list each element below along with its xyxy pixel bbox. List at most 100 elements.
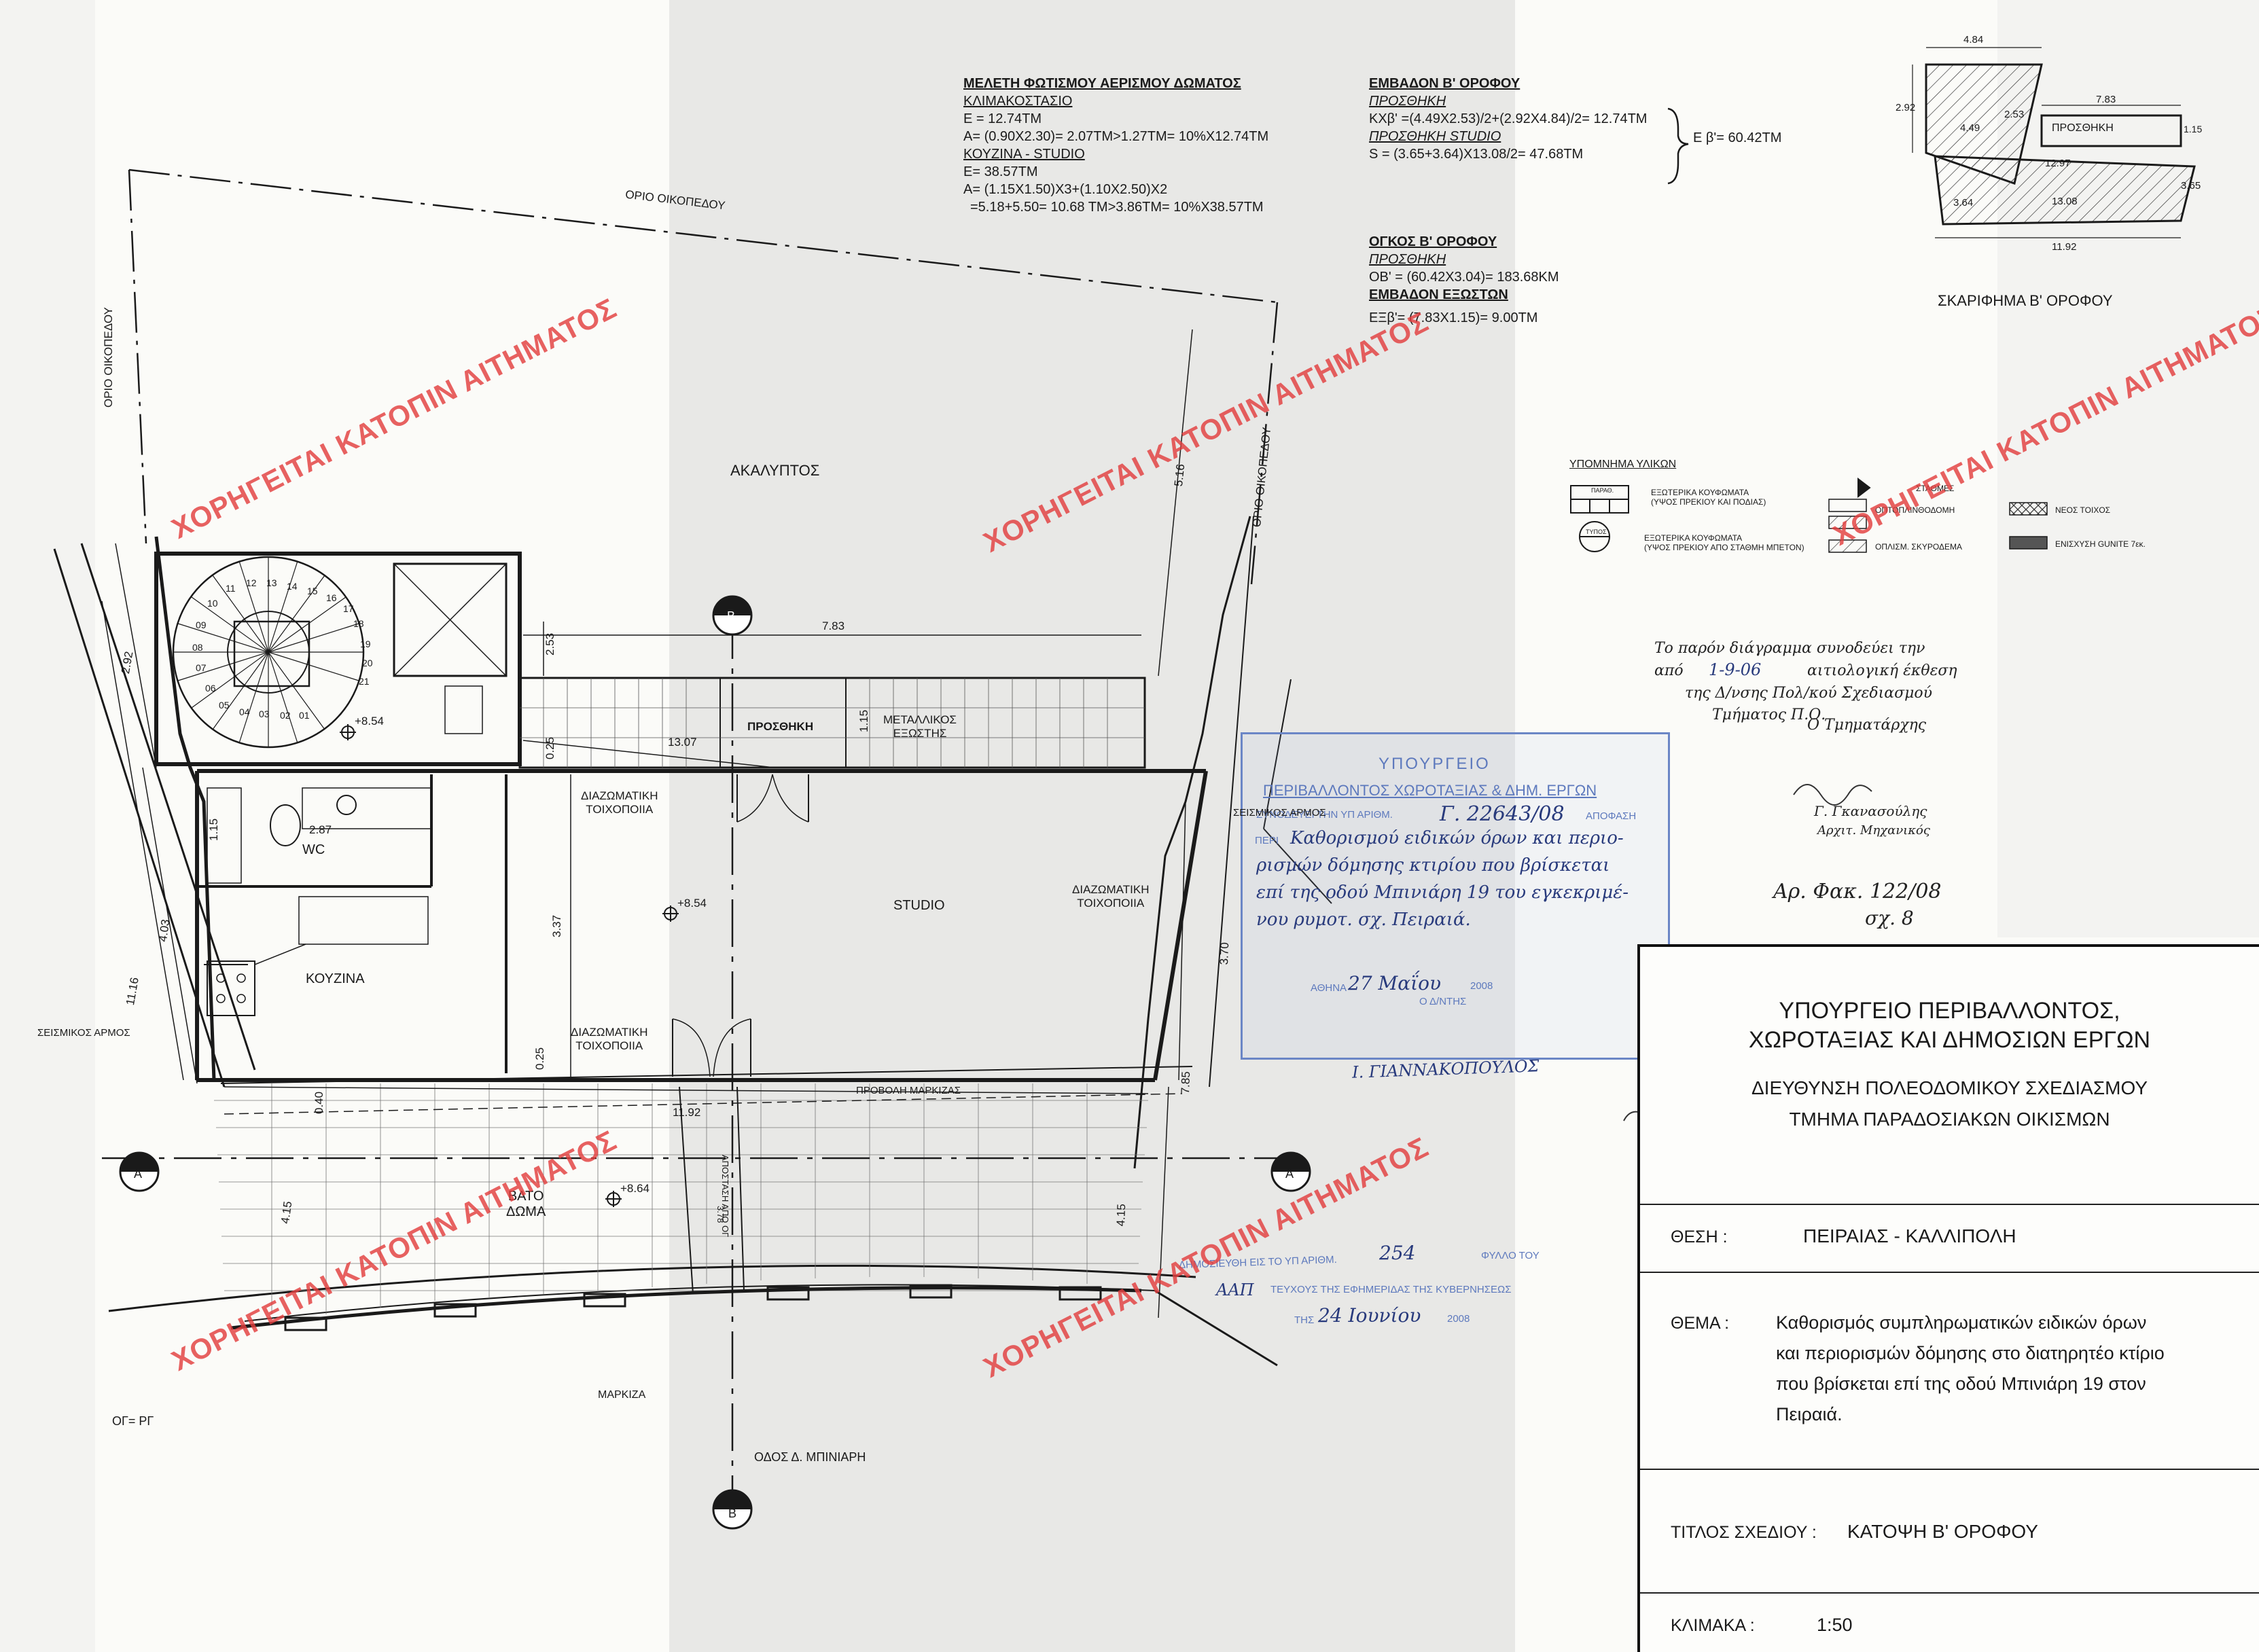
tie-beam-wall-2: ΔΙΑΖΩΜΑΤΙΚΗ ΤΟΙΧΟΠΟΙΙΑ	[1072, 883, 1149, 910]
roof-terrace-frame	[220, 1066, 1193, 1331]
sketch-dim-4.84: 4.84	[1963, 34, 1984, 46]
sketch-outline	[1912, 47, 2196, 238]
stair-step: 09	[196, 620, 207, 630]
gazette-d: ΤΗΣ	[1294, 1314, 1315, 1326]
note-line-1: Το παρόν διάγραμμα συνοδεύει την	[1654, 640, 1925, 657]
subject-label: ΘΕΜΑ :	[1671, 1314, 1730, 1333]
legend-windows-2: ΕΞΩΤΕΡΙΚΑ ΚΟΥΦΩΜΑΤΑ (ΥΨΟΣ ΠΡΕΚΙΟΥ ΑΠΟ ΣΤ…	[1644, 533, 1804, 552]
legend-type-label: ΤΥΠΟΣ	[1586, 528, 1607, 535]
stair-step: 07	[196, 662, 207, 673]
drawing-title-value: ΚΑΤΟΨΗ Β' ΟΡΟΦΟΥ	[1847, 1521, 2038, 1542]
drawing-title-label: ΤΙΤΛΟΣ ΣΧΕΔΙΟΥ :	[1671, 1523, 1817, 1542]
ministry-line-1: ΥΠΟΥΡΓΕΙΟ ΠΕΡΙΒΑΛΛΟΝΤΟΣ,	[1779, 998, 2120, 1024]
level-markers	[340, 724, 679, 1207]
title-block-divider	[1640, 1592, 2259, 1594]
lighting-study-title: ΜΕΛΕΤΗ ΦΩΤΙΣΜΟΥ ΑΕΡΙΣΜΟΥ ΔΩΜΑΤΟΣ	[963, 76, 1241, 91]
stair-step: 13	[266, 577, 277, 588]
title-block-divider	[1640, 1204, 2259, 1205]
place-label: ΘΕΣΗ :	[1671, 1227, 1728, 1246]
level-stairs: +8.54	[355, 715, 385, 728]
sketch-label: ΠΡΟΣΘΗΚΗ	[2052, 122, 2114, 134]
title-block-divider	[1640, 1469, 2259, 1470]
roof-terrace-grid	[214, 1083, 1148, 1314]
stamp-line-1: ΥΠΟΥΡΓΕΙΟ	[1378, 755, 1491, 773]
dim-11.92: 11.92	[673, 1106, 701, 1119]
dim-7.85: 7.85	[1179, 1071, 1193, 1094]
gazette-issue: ΑΑΠ	[1216, 1280, 1254, 1299]
dim-2.87: 2.87	[309, 823, 332, 836]
tie-beam-wall-1: ΔΙΑΖΩΜΑΤΙΚΗ ΤΟΙΧΟΠΟΙΙΑ	[581, 789, 658, 816]
street-label: ΟΔΟΣ Δ. ΜΠΙΝΙΑΡΗ	[754, 1450, 866, 1464]
dimension-lines	[101, 329, 1193, 1318]
roof-terrace-2: ΔΩΜΑ	[506, 1204, 546, 1219]
legend-concrete: ΟΠΛΙΣΜ. ΣΚΥΡΟΔΕΜΑ	[1875, 542, 1962, 552]
tie-beam-wall-2b: ΤΟΙΧΟΠΟΙΙΑ	[1077, 897, 1145, 910]
distance-value: 3.78	[715, 1206, 726, 1223]
gazette-b: ΦΥΛΛΟ ΤΟΥ	[1481, 1250, 1540, 1261]
dim-7.83: 7.83	[822, 620, 845, 632]
stair-step: 14	[287, 581, 298, 592]
scale-label: ΚΛΙΜΑΚΑ :	[1671, 1616, 1755, 1635]
volume-line: ΟΒ' = (60.42X3.04)= 183.68KM	[1369, 270, 1559, 285]
sketch-dim-3.65: 3.65	[2181, 180, 2201, 192]
stair-step: 03	[259, 708, 270, 719]
area-bracket	[1667, 107, 1689, 185]
volume-calc: ΟΓΚΟΣ Β' ΟΡΟΦΟΥ ΠΡΟΣΘΗΚΗ ΟΒ' = (60.42X3.…	[1369, 233, 1559, 327]
wc-label: WC	[302, 842, 325, 857]
level-studio: +8.54	[677, 897, 707, 910]
stair-step: 16	[326, 592, 337, 603]
title-block: ΥΠΟΥΡΓΕΙΟ ΠΕΡΙΒΑΛΛΟΝΤΟΣ, ΧΩΡΟΤΑΞΙΑΣ ΚΑΙ …	[1637, 944, 2259, 1652]
scale-value: 1:50	[1817, 1615, 1853, 1635]
area-add-heading: ΠΡΟΣΘΗΚΗ	[1369, 94, 1446, 109]
kitchen-heading: ΚΟΥΖΙΝΑ - STUDIO	[963, 147, 1085, 162]
legend-windows-2-b: (ΥΨΟΣ ΠΡΕΚΙΟΥ ΑΠΟ ΣΤΑΘΜΗ ΜΠΕΤΟΝ)	[1644, 543, 1804, 552]
legend-box-label: ΠΑΡΑΘ.	[1591, 487, 1614, 494]
tie-beam-wall-3b: ΤΟΙΧΟΠΟΙΙΑ	[575, 1039, 643, 1052]
dim-3.70: 3.70	[1217, 941, 1232, 965]
gazette-no: 254	[1379, 1242, 1416, 1264]
stair-step: 12	[246, 577, 257, 588]
area-add-line: ΚΧβ' =(4.49X2.53)/2+(2.92X4.84)/2= 12.74…	[1369, 111, 1648, 126]
note-line-3: της Δ/νσης Πολ/κού Σχεδιασμού	[1685, 685, 1933, 702]
balcony-strip	[518, 677, 1146, 769]
ministry-stamp: ΥΠΟΥΡΓΕΙΟ ΠΕΡΙΒΑΛΛΟΝΤΟΣ ΧΩΡΟΤΑΞΙΑΣ & ΔΗΜ…	[1241, 732, 1670, 1060]
note-sheet: σχ. 8	[1865, 907, 1914, 929]
scan-band-right-edge	[1997, 0, 2259, 937]
dim-3.37: 3.37	[550, 914, 563, 937]
sketch-dim-4.49: 4.49	[1960, 122, 1980, 134]
stair-step: 10	[207, 598, 218, 609]
area-studio-line: S = (3.65+3.64)X13.08/2= 47.68TM	[1369, 147, 1584, 162]
sketch-dim-12.97: 12.97	[2045, 158, 2071, 169]
stair-step: 02	[280, 710, 291, 721]
roof-terrace-1: ΒΑΤΟ	[508, 1189, 544, 1204]
ministry-line-2: ΧΩΡΟΤΑΞΙΑΣ ΚΑΙ ΔΗΜΟΣΙΩΝ ΕΡΓΩΝ	[1748, 1027, 2151, 1053]
tie-beam-wall-2a: ΔΙΑΖΩΜΑΤΙΚΗ	[1072, 883, 1150, 896]
interior-walls	[195, 769, 1208, 1082]
stair-opening: A= (0.90X2.30)= 2.07TM>1.27TM= 10%X12.74…	[963, 129, 1269, 144]
gazette-c: ΤΕΥΧΟΥΣ ΤΗΣ ΕΦΗΜΕΡΙΔΑΣ ΤΗΣ ΚΥΒΕΡΝΗΣΕΩΣ	[1270, 1284, 1512, 1295]
stair-step: 01	[299, 710, 310, 721]
stamp-year: 2008	[1470, 980, 1493, 992]
stair-heading: ΚΛΙΜΑΚΟΣΤΑΣΙΟ	[963, 94, 1073, 109]
stair-step: 04	[239, 706, 250, 717]
note-title: Αρχιτ. Μηχανικός	[1817, 823, 1930, 838]
stamp-line-3: ΣΥΝΟΔΕΥΕΙ ΤΗΝ ΥΠ ΑΡΙΘΜ.	[1256, 809, 1393, 821]
kitchen-area: E= 38.57TM	[963, 164, 1038, 179]
kitchen-label: ΚΟΥΖΙΝΑ	[306, 971, 365, 986]
stair-step: 20	[362, 658, 373, 668]
stair-step: 06	[205, 683, 216, 694]
note-line-4: Τμήματος Π.Ο.	[1712, 706, 1826, 723]
boundary-left-label: ΟΡΙΟ ΟΙΚΟΠΕΔΟΥ	[102, 307, 115, 408]
dim-0.25a: 0.25	[544, 736, 556, 759]
stair-step: 17	[343, 603, 354, 614]
stair-step: 08	[192, 642, 203, 653]
staircase	[154, 552, 522, 766]
legend-windows-2-a: ΕΞΩΤΕΡΙΚΑ ΚΟΥΦΩΜΑΤΑ	[1644, 533, 1743, 543]
legend-windows-1: ΕΞΩΤΕΡΙΚΑ ΚΟΥΦΩΜΑΤΑ (ΥΨΟΣ ΠΡΕΚΙΟΥ ΚΑΙ ΠΟ…	[1651, 488, 1766, 507]
section-a-left: A	[134, 1167, 143, 1181]
area-studio-heading: ΠΡΟΣΘΗΚΗ STUDIO	[1369, 129, 1501, 144]
marquee-projection: ΠΡΟΒΟΛΗ ΜΑΡΚΙΖΑΣ	[856, 1085, 961, 1096]
building-line-label: ΟΓ= ΡΓ	[112, 1414, 154, 1428]
legend-windows-1-b: (ΥΨΟΣ ΠΡΕΚΙΟΥ ΚΑΙ ΠΟΔΙΑΣ)	[1651, 497, 1766, 507]
note-date: 1-9-06	[1709, 660, 1762, 679]
